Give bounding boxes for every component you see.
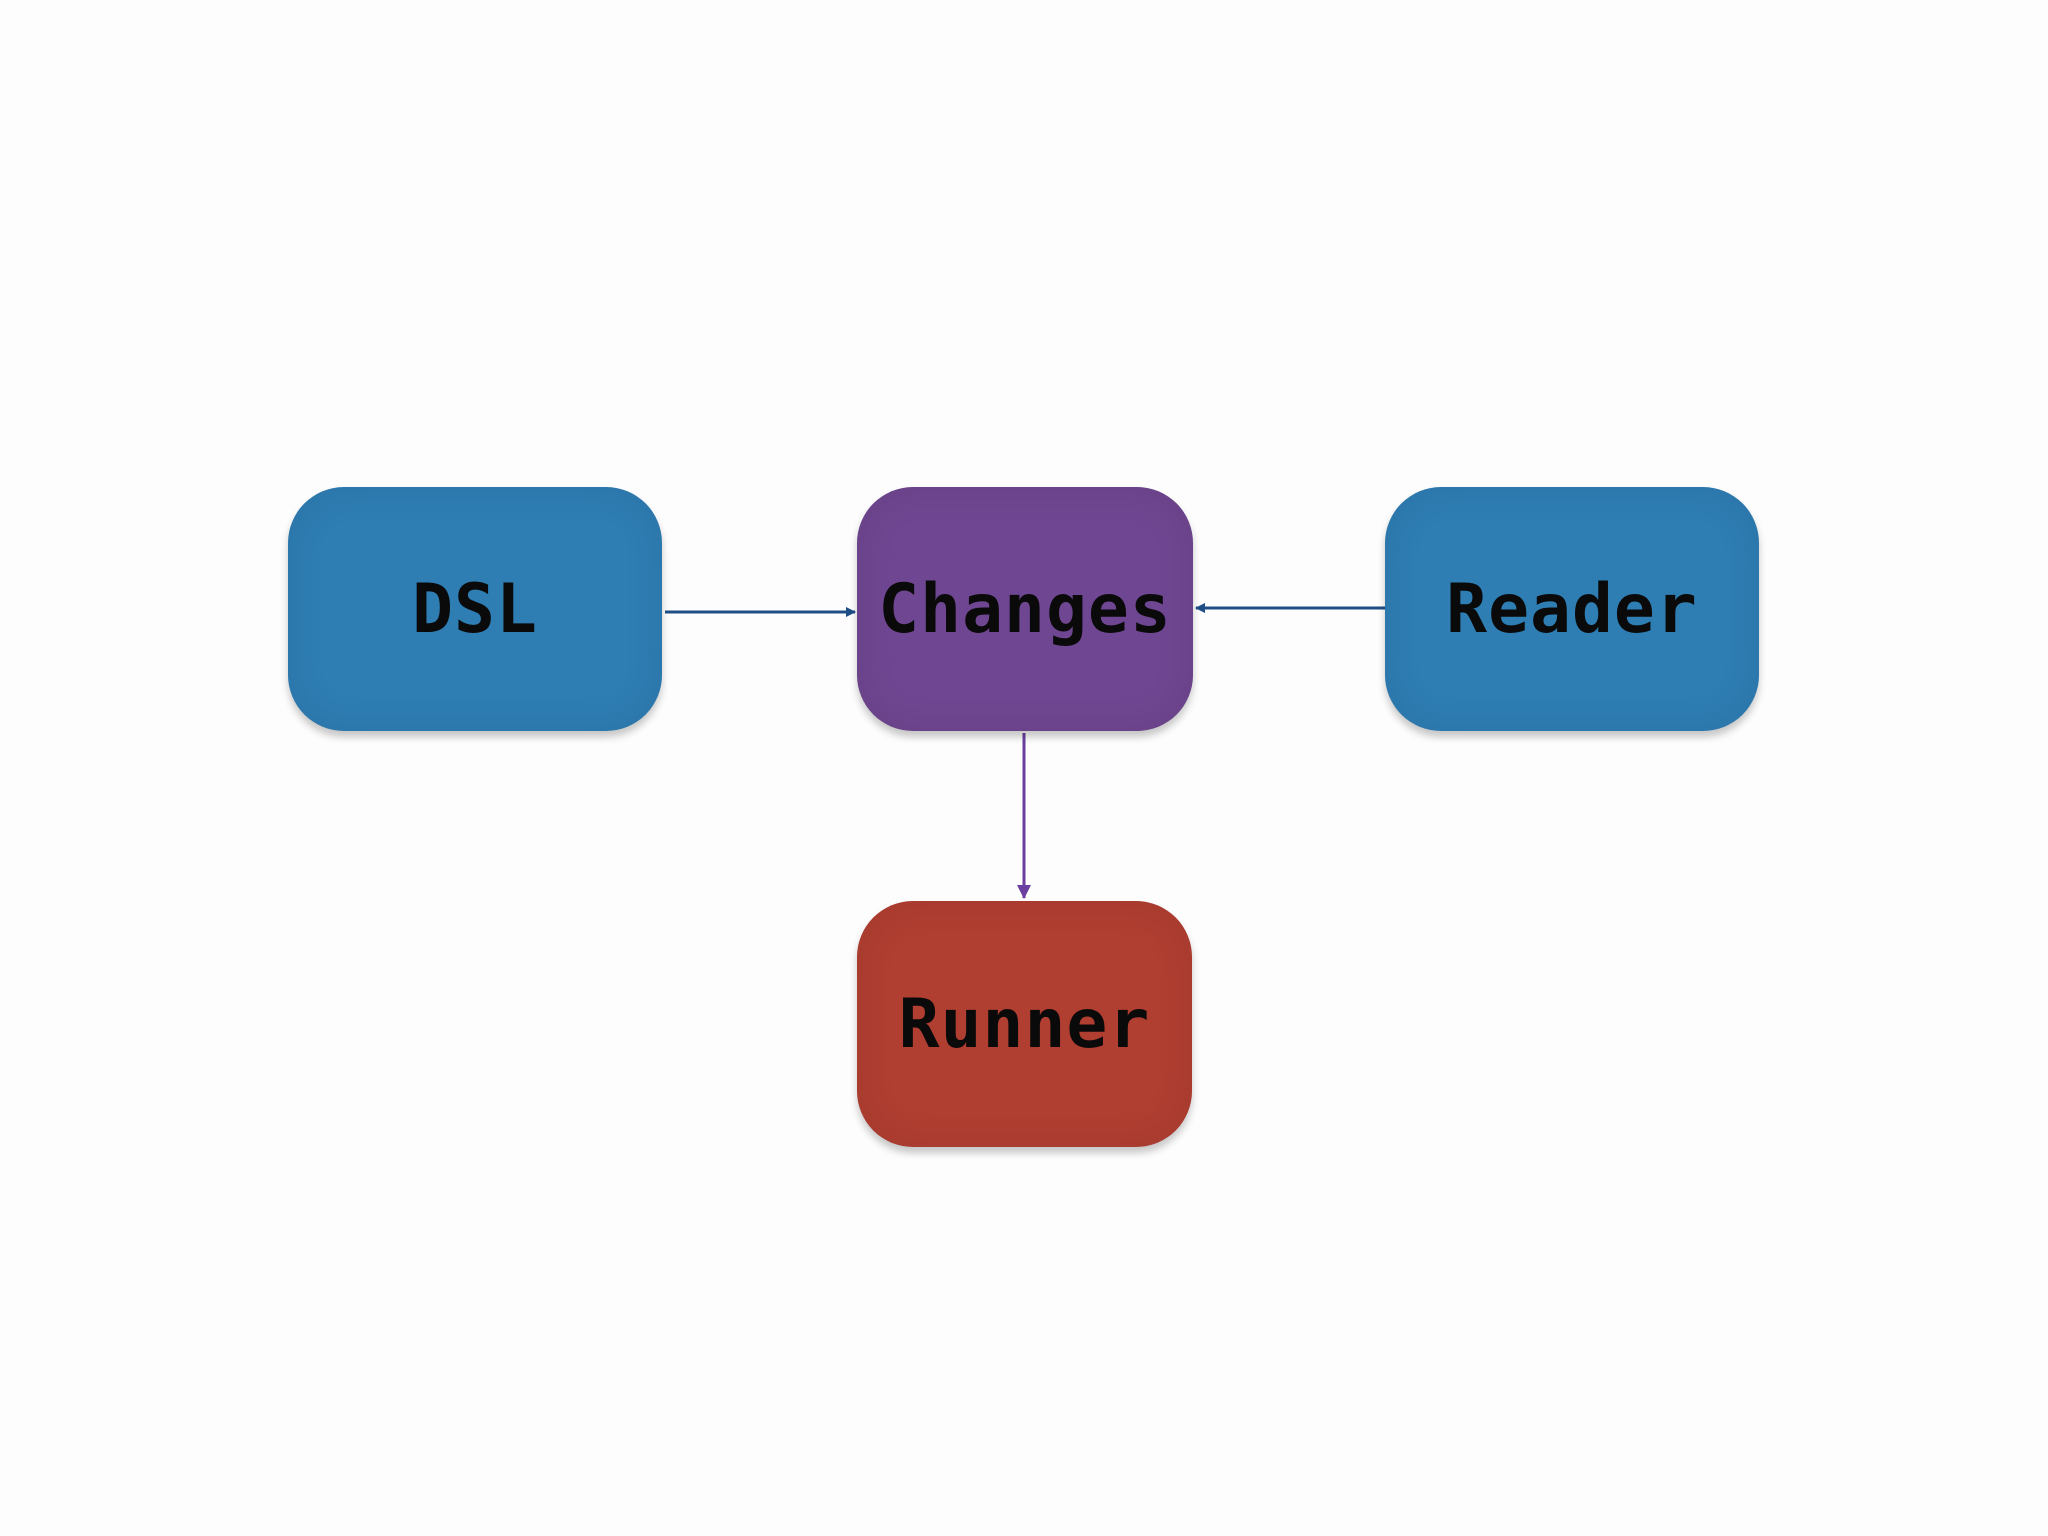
node-changes-label: Changes [878, 569, 1172, 649]
node-reader: Reader [1385, 487, 1759, 731]
node-dsl-label: DSL [412, 569, 538, 649]
node-dsl: DSL [288, 487, 662, 731]
node-runner-label: Runner [898, 984, 1151, 1064]
node-runner: Runner [857, 901, 1192, 1147]
node-changes: Changes [857, 487, 1193, 731]
node-reader-label: Reader [1446, 569, 1698, 649]
